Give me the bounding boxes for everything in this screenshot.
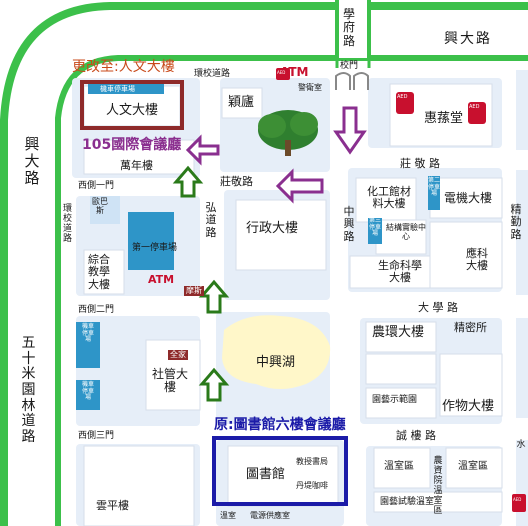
road-wushimi: 五十米園林道路 — [21, 335, 36, 446]
building-yunping: 雲平樓 — [96, 499, 129, 512]
building-yuanyi-wenshi: 園藝試驗溫室 — [380, 497, 435, 507]
gate-west1: 西側一門 — [78, 181, 115, 191]
annotation-original: 原:圖書館六樓會議廳 — [214, 417, 346, 433]
parking-renwen: 機車停車場 — [100, 85, 135, 93]
building-zuowu: 作物大樓 — [442, 399, 495, 414]
arrow-up-3 — [198, 367, 230, 402]
building-yinglu: 穎廬 — [228, 95, 255, 110]
road-huanxiao: 環校道路 — [194, 69, 231, 79]
building-jiegou: 結構實驗中心 — [386, 223, 426, 241]
building-shequan: 社管大樓 — [151, 367, 188, 395]
gate-west3: 西側三門 — [78, 431, 115, 441]
building-wenshi2: 溫室區 — [458, 461, 488, 472]
aed-badge-3: AED — [277, 70, 286, 75]
road-xingda-top: 興大路 — [444, 31, 492, 47]
building-yingke: 應科大樓 — [466, 247, 488, 273]
arrow-left-1 — [185, 134, 220, 166]
inner-road-arc — [55, 55, 528, 526]
shop-quanjia: 全家 — [168, 350, 188, 360]
building-jingmi: 精密所 — [454, 321, 487, 334]
zhongxing-lake-shape — [222, 315, 331, 389]
building-wannian: 萬年樓 — [120, 159, 153, 172]
shop-bookstore: 教授書局 — [296, 457, 328, 466]
atm-badge-top: ATM — [280, 65, 309, 79]
tree-illustration — [258, 110, 318, 156]
shop-oubai: 歐巴斯 — [92, 197, 108, 215]
road-zhuangjing-right: 莊 敬 路 — [400, 157, 440, 170]
parking-areas — [90, 196, 174, 270]
parking-left-b: 機車停車場 — [81, 381, 94, 402]
shop-moshi: 摩斯 — [184, 286, 204, 296]
building-xingzheng: 行政大樓 — [246, 221, 299, 236]
aed-badge-4: AED — [513, 497, 522, 502]
library-highlight-box — [212, 436, 348, 506]
lake-zhongxing: 中興湖 — [256, 355, 296, 370]
building-shengke: 生命科學大樓 — [378, 259, 422, 285]
building-dianyuan: 電源供應室 — [250, 511, 290, 520]
gate-structure — [335, 72, 369, 90]
purple-arrows — [185, 106, 367, 204]
building-zonghe: 綜合教學大樓 — [88, 253, 110, 291]
arrow-up-1 — [172, 165, 204, 198]
arrow-down — [333, 106, 367, 155]
green-arrows — [172, 165, 230, 402]
parking-second: 第二停車場 — [428, 177, 441, 198]
road-cheng: 誠 樓 路 — [396, 429, 436, 442]
parking-third: 第三停車場 — [368, 217, 381, 238]
shop-cafe: 丹堤咖啡 — [296, 481, 328, 490]
aed-badge-1: AED — [397, 94, 408, 100]
gate-west2: 西側二門 — [78, 305, 115, 315]
annotation-changed-to: 更改至:人文大樓 — [72, 59, 175, 75]
building-huagong: 化工館材料大樓 — [367, 185, 411, 211]
road-xuefu: 學府路 — [342, 7, 355, 48]
aed-badge-2: AED — [469, 104, 480, 110]
building-renwen: 人文大樓 — [106, 103, 159, 118]
parking-first: 第一停車場 — [132, 243, 178, 253]
atm-badge-mid: ATM — [148, 273, 175, 286]
parking-left-a: 機車停車場 — [81, 323, 94, 344]
aed-badges — [276, 68, 526, 512]
building-wenshi1: 溫室區 — [384, 461, 414, 472]
gate-label: 校門 — [340, 61, 359, 71]
annotation-meeting-hall: 105國際會議廳 — [82, 137, 182, 153]
building-nonghuan: 農環大樓 — [372, 325, 425, 340]
road-jingqin: 精勤路 — [510, 203, 522, 241]
building-huisun: 惠蓀堂 — [424, 111, 464, 126]
arrow-up-2 — [198, 279, 230, 314]
arrow-left-2 — [275, 168, 324, 204]
road-hong: 弘道路 — [205, 201, 217, 239]
renwen-highlight-box — [80, 80, 184, 130]
building-yuanyi: 園藝示範園 — [372, 395, 418, 405]
building-library: 圖書館 — [246, 467, 286, 482]
building-dianji: 電機大樓 — [444, 191, 493, 205]
road-zhuangjing-mid: 莊敬路 — [220, 175, 253, 188]
building-wenshi-small: 溫室 — [220, 511, 236, 520]
road-huanxiao-left: 環校道路 — [62, 204, 72, 245]
building-guard: 警衛室 — [298, 83, 322, 92]
road-daxue: 大 學 路 — [418, 301, 458, 314]
building-nongzi: 農資院溫室區 — [433, 456, 443, 517]
road-zhongxing: 中興路 — [343, 205, 355, 243]
road-xingda-left: 興大路 — [24, 135, 40, 187]
label-shui: 水 — [516, 440, 526, 450]
